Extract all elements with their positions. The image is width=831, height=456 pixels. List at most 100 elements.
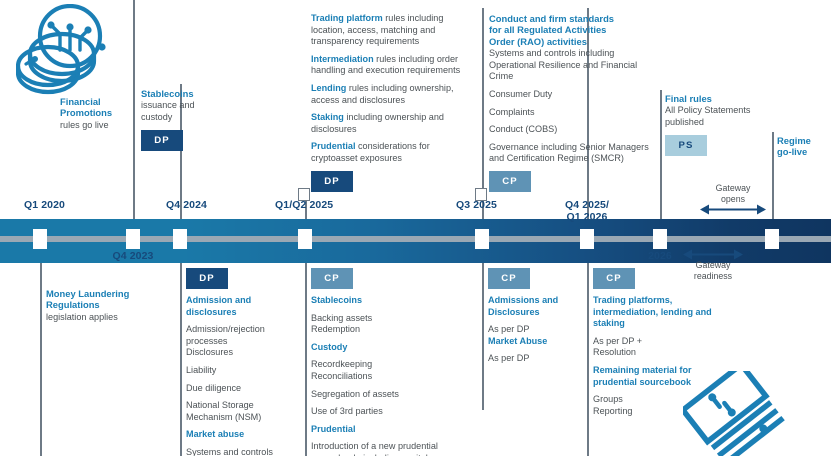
milestone-text: Market Abuse [488, 335, 548, 346]
milestone-text: Recordkeeping [311, 359, 373, 370]
milestone-text: Redemption [311, 324, 361, 335]
gateway-double-arrow-icon [683, 249, 743, 260]
milestone-text: Systems and controls including Operation… [489, 48, 638, 82]
timeline-marker [475, 229, 489, 249]
badge-cp: CP [489, 170, 531, 192]
axis-quarter-label: 2026 [648, 250, 672, 262]
timeline-stem [180, 263, 182, 456]
milestone-text: As per DP [488, 324, 530, 335]
timeline-stem [587, 263, 589, 456]
milestone-text: legislation applies [46, 311, 118, 322]
milestone-text: Admission/rejection processes [186, 324, 265, 346]
timeline-stem [180, 84, 182, 219]
timeline-marker [765, 229, 779, 249]
milestone-text: Stablecoins [311, 295, 363, 305]
milestone-text: Admission and disclosures [186, 295, 252, 317]
milestone-text: Intermediation rules including order han… [311, 53, 461, 76]
milestone-text: Resolution [593, 347, 636, 358]
gateway-double-arrow-icon [700, 204, 766, 215]
milestone-crypto-market-activities: Trading platform rules including locatio… [311, 13, 466, 192]
milestone-text: Market abuse [186, 429, 245, 440]
crypto-coins-icon [15, 3, 112, 101]
timeline-stem [133, 0, 135, 219]
milestone-text: Systems and controls [186, 446, 273, 456]
badge-ps: PS [665, 134, 707, 156]
milestone-trading-platforms-intermediation: CP Trading platforms,intermediation, lend… [593, 268, 718, 423]
timeline-stem [660, 90, 662, 219]
milestone-text: Governance including Senior Managers and… [489, 141, 649, 164]
milestone-text: Prudential [311, 423, 356, 434]
milestone-heading: Final rules [665, 93, 712, 104]
milestone-text: Prudential considerations for cryptoasse… [311, 141, 430, 163]
milestone-text: As per DP + [593, 335, 643, 346]
timeline-marker [580, 229, 594, 249]
timeline-stem [305, 188, 307, 219]
milestone-text: National Storage Mechanism (NSM) [186, 400, 262, 422]
milestone-text: Introduction of a new prudential sourceb… [311, 441, 438, 456]
milestone-text: Disclosures [186, 347, 233, 358]
badge-dp: DP [141, 129, 183, 151]
timeline-notch [475, 188, 487, 201]
badge-cp: CP [488, 268, 530, 289]
milestone-text: Due diligence [186, 382, 242, 393]
axis-quarter-label: Q4 2025/Q1 2026 [565, 199, 609, 223]
milestone-text: Lending rules including ownership, acces… [311, 82, 454, 105]
milestone-text: Use of 3rd parties [311, 406, 383, 417]
milestone-text: Consumer Duty [489, 89, 553, 99]
timeline-marker [33, 229, 47, 249]
milestone-text: rules go live [60, 119, 109, 130]
axis-quarter-label: Q4 2024 [166, 199, 207, 211]
axis-quarter-label: Q1/Q2 2025 [275, 199, 334, 211]
milestone-text: Reporting [593, 405, 633, 416]
timeline-marker [173, 229, 187, 249]
badge-cp: CP [593, 268, 635, 289]
banknotes-circuit-icon [679, 360, 793, 456]
badge-cp: CP [311, 268, 353, 289]
milestone-text: As per DP [488, 353, 530, 364]
timeline-marker [126, 229, 140, 249]
milestone-heading: Stablecoins [141, 88, 194, 99]
badge-dp: DP [186, 268, 228, 289]
milestone-text: Complaints [489, 106, 535, 117]
timeline-stem [772, 132, 774, 219]
axis-quarter-label: Q3 2025 [456, 199, 497, 211]
timeline-stem [482, 263, 484, 410]
milestone-text: Staking including ownership and disclosu… [311, 112, 444, 134]
milestone-text: Backing assets [311, 312, 373, 323]
milestone-text: Groups [593, 394, 623, 405]
axis-quarter-label: Q4 2023 [112, 250, 154, 262]
milestone-text: Conduct (COBS) [489, 124, 558, 135]
axis-quarter-label: Q1 2020 [24, 199, 65, 211]
timeline-stem [482, 8, 484, 219]
milestone-text: Trading platforms,intermediation, lendin… [593, 295, 712, 329]
badge-dp: DP [311, 170, 353, 192]
milestone-text: Custody [311, 341, 348, 352]
milestone-text: Liability [186, 364, 217, 375]
timeline-stem [305, 263, 307, 456]
timeline-stem [587, 8, 589, 219]
timeline-notch [298, 188, 310, 201]
milestone-text: Segregation of assets [311, 388, 399, 399]
timeline-stem [40, 263, 42, 456]
